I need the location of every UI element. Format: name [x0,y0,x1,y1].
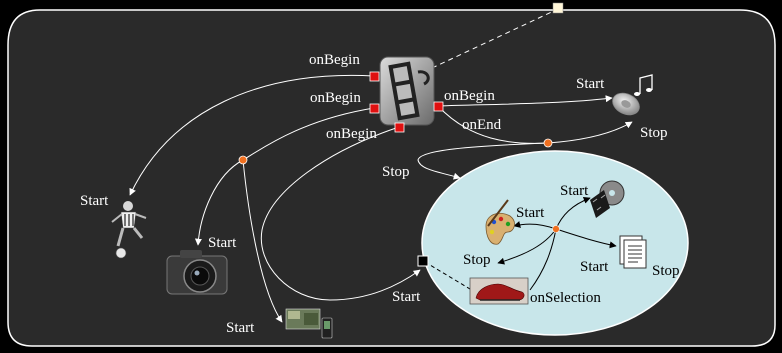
label-start-doc: Start [580,259,609,275]
document-stack-icon[interactable] [619,235,647,269]
speaker-music-icon[interactable] [609,74,653,119]
label-start-camera: Start [208,235,237,251]
label-stop-audio: Stop [640,125,668,141]
soccer-player-icon[interactable] [111,201,147,259]
edge-shoe-junction [529,228,557,291]
disc-film-icon[interactable] [590,180,625,218]
paint-palette-icon[interactable] [485,199,515,245]
label-onbegin-3: onBegin [326,126,377,142]
junction-left[interactable] [238,155,248,165]
edge-junction-video [242,159,283,323]
connector-onbegin-2[interactable] [369,103,380,114]
top-handle[interactable] [552,2,564,14]
shoe-image-icon[interactable] [469,277,529,305]
junction-ellipse[interactable] [552,225,560,233]
context-ellipse [421,150,689,336]
label-start-audio: Start [576,76,605,92]
label-onbegin-1: onBegin [309,52,360,68]
edge-junction-stop-paint [497,228,557,265]
edge-junction-doc [555,228,617,249]
edge-onbegin-audio [437,95,613,107]
connector-onbegin-1[interactable] [369,71,380,82]
edge-onbegin-player [129,74,375,196]
label-start-player: Start [80,193,109,209]
label-onbegin-2: onBegin [310,90,361,106]
label-start-ellipse-entry: Start [392,289,421,305]
label-stop-paint: Stop [463,252,491,268]
junction-right[interactable] [543,138,553,148]
connector-onbegin-3[interactable] [394,122,405,133]
label-onbegin-right: onBegin [444,88,495,104]
label-onend: onEnd [462,117,502,133]
ellipse-anchor[interactable] [417,255,429,267]
label-stop-doc: Stop [652,263,680,279]
label-start-disc: Start [560,183,589,199]
label-start-paint: Start [516,205,545,221]
video-clip-icon[interactable] [285,308,333,339]
edge-onbegin-ellipse [260,126,421,301]
film-strip-icon[interactable] [379,56,435,126]
camera-icon[interactable] [166,250,228,295]
label-onselection: onSelection [530,290,601,306]
edge-junction-audio-stop [547,121,633,144]
dashed-link-shoe [424,261,476,293]
connector-onbegin-right[interactable] [433,101,444,112]
label-stop-left: Stop [382,164,410,180]
edge-junction-stop-ellipse [417,142,549,180]
label-start-video: Start [226,320,255,336]
